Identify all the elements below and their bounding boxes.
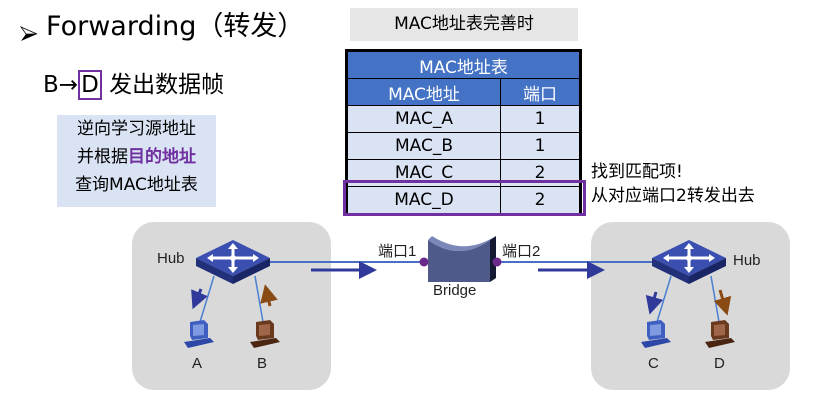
host-label-a: A — [192, 355, 203, 372]
arrow-symbol: → — [58, 72, 79, 98]
link-hub-c — [656, 275, 672, 323]
port-cell: 1 — [500, 132, 581, 160]
host-label-d: D — [714, 355, 725, 372]
hub-icon-right — [652, 240, 726, 284]
mac-cell: MAC_A — [346, 105, 501, 133]
matched-row-highlight — [343, 180, 586, 216]
note-line-3: 查询MAC地址表 — [75, 175, 198, 195]
match-note: 找到匹配项! 从对应端口2转发出去 — [591, 160, 755, 208]
arrowhead-bullet-icon — [19, 17, 38, 41]
source-host: B — [43, 72, 59, 98]
page-heading: Forwarding（转发） — [19, 9, 305, 45]
mac-cell: MAC_D — [346, 186, 501, 215]
link-hub-a — [199, 275, 215, 323]
left-hub-label: Hub — [157, 250, 185, 267]
host-label-c: C — [648, 355, 659, 372]
table-row: MAC_D 2 — [346, 186, 581, 215]
port-1-dot — [419, 257, 429, 267]
port-2-dot — [492, 257, 502, 267]
note-line-1: 逆向学习源地址 — [77, 119, 196, 139]
table-row: MAC_B 1 — [346, 132, 581, 160]
port-cell: 2 — [500, 186, 581, 215]
column-header-mac: MAC地址 — [346, 78, 501, 106]
subtitle: B→D 发出数据帧 — [43, 68, 224, 102]
computer-icon-b — [250, 320, 280, 348]
note-line-2: 并根据目的地址 — [57, 143, 216, 171]
hub-icon-left — [196, 240, 270, 284]
link-hub-b — [254, 275, 264, 323]
link-hub-d — [710, 275, 720, 323]
match-note-line-2: 从对应端口2转发出去 — [591, 186, 755, 206]
right-hub-label: Hub — [733, 252, 761, 269]
port-2-label: 端口2 — [502, 243, 541, 260]
note-box: 逆向学习源地址 并根据目的地址 查询MAC地址表 — [57, 115, 216, 207]
destination-host-highlight: D — [78, 70, 102, 100]
mac-cell: MAC_B — [346, 132, 501, 160]
port-1-label: 端口1 — [378, 243, 417, 260]
table-title: MAC地址表 — [346, 50, 581, 79]
computer-icon-c — [641, 320, 671, 348]
host-label-b: B — [257, 355, 268, 372]
table-caption: MAC地址表完善时 — [350, 8, 578, 41]
bridge-label: Bridge — [433, 282, 477, 299]
column-header-port: 端口 — [500, 78, 581, 106]
mac-address-table: MAC地址表 MAC地址 端口 MAC_A 1 MAC_B 1 MAC_C 2 … — [345, 49, 582, 216]
heading-text: Forwarding（转发） — [46, 11, 305, 42]
traffic-arrow-to-c — [645, 291, 664, 315]
port-cell: 1 — [500, 105, 581, 133]
note-highlight: 目的地址 — [128, 147, 196, 167]
bridge-icon — [419, 236, 502, 282]
traffic-arrow-to-a — [191, 288, 208, 310]
computer-icon-d — [705, 320, 735, 348]
traffic-arrow-to-d — [713, 289, 732, 316]
computer-icon-a — [184, 320, 214, 348]
subtitle-action: 发出数据帧 — [109, 72, 225, 98]
note-line-2-prefix: 并根据 — [77, 147, 128, 167]
table-row: MAC_A 1 — [346, 105, 581, 133]
traffic-arrow-from-b — [260, 284, 278, 307]
match-note-line-1: 找到匹配项! — [591, 162, 683, 182]
